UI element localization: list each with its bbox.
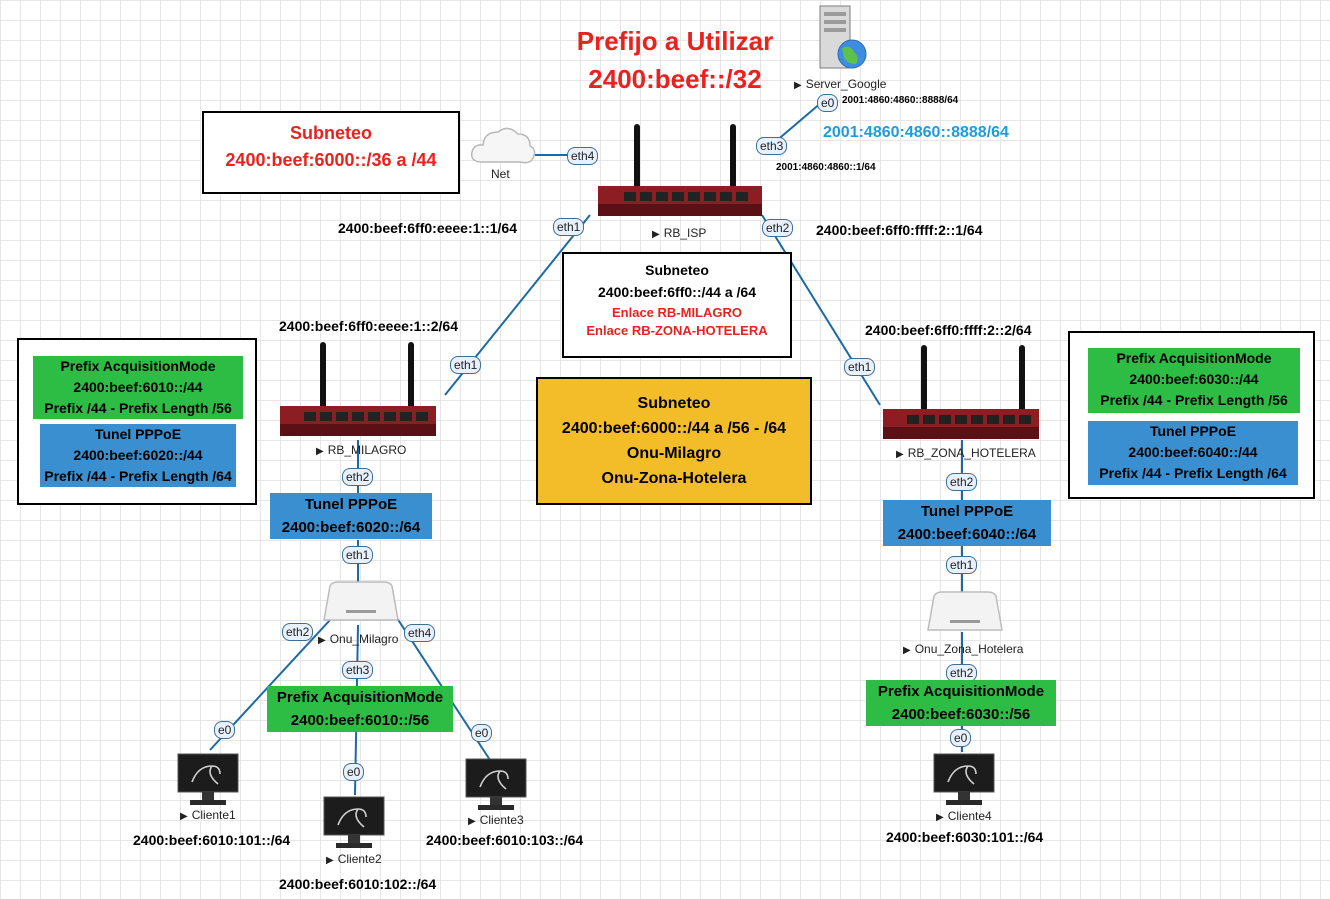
cliente2-address: 2400:beef:6010:102::/64 [279, 876, 437, 892]
isp-eth2-address: 2400:beef:6ff0:ffff:2::1/64 [816, 222, 983, 238]
port-zona-eth1[interactable]: eth1 [844, 358, 876, 376]
isp-eth1-address: 2400:beef:6ff0:eeee:1::1/64 [338, 220, 517, 236]
cliente2-monitor-icon[interactable] [322, 795, 386, 856]
net-cloud-icon[interactable] [468, 122, 538, 173]
zona-tunnel-prefix: 2400:beef:6040::/64 [897, 526, 1037, 543]
milagro-eth1-address: 2400:beef:6ff0:eeee:1::2/64 [279, 318, 458, 334]
milagro-pppoe-info-prefix: 2400:beef:6020::/44 [73, 447, 203, 463]
subnet-center-range: 2400:beef:6ff0::/44 a /64 [598, 284, 756, 300]
cliente3-label: Cliente3 [468, 813, 524, 827]
subnet-top-title: Subneteo [289, 123, 372, 143]
onu-zona-label: Onu_Zona_Hotelera [903, 642, 1024, 656]
milagro-pd-info-prefix: 2400:beef:6010::/44 [73, 379, 203, 395]
port-onum-eth1[interactable]: eth1 [342, 546, 374, 564]
cliente3-address: 2400:beef:6010:103::/64 [426, 832, 584, 848]
subnet-center-link1: Enlace RB-MILAGRO [611, 305, 742, 320]
subnet-top-range: 2400:beef:6000::/36 a /44 [225, 150, 437, 170]
zona-tunnel-title: Tunel PPPoE [920, 503, 1014, 520]
prefix-title: Prefijo a Utilizar 2400:beef::/32 [560, 22, 790, 98]
net-label: Net [491, 167, 510, 181]
rb-zona-label: RB_ZONA_HOTELERA [896, 446, 1036, 460]
cliente1-monitor-icon[interactable] [176, 752, 240, 813]
zona-pd-box: Prefix AcquisitionMode 2400:beef:6030::/… [866, 680, 1056, 726]
cliente2-label: Cliente2 [326, 852, 382, 866]
cliente4-label: Cliente4 [936, 809, 992, 823]
milagro-pd-info-title: Prefix AcquisitionMode [60, 358, 216, 374]
port-zona-eth2[interactable]: eth2 [946, 473, 978, 491]
subnet-center-title: Subneteo [645, 262, 709, 278]
prefix-title-line1: Prefijo a Utilizar [576, 26, 774, 56]
server-label: Server_Google [794, 77, 887, 91]
cliente1-address: 2400:beef:6010:101::/64 [133, 832, 291, 848]
cliente1-label: Cliente1 [180, 808, 236, 822]
port-milagro-eth1[interactable]: eth1 [450, 356, 482, 374]
subnet-onu-range: 2400:beef:6000::/44 a /56 - /64 [561, 420, 787, 437]
server-address-highlight: 2001:4860:4860::8888/64 [823, 124, 1009, 141]
server-icon[interactable] [812, 4, 870, 79]
zona-pppoe-info-title: Tunel PPPoE [1149, 423, 1237, 439]
milagro-pd-info: Prefix AcquisitionMode 2400:beef:6010::/… [33, 356, 243, 419]
subnet-top-box: Subneteo 2400:beef:6000::/36 a /44 [202, 111, 460, 194]
zona-pppoe-info-prefix: 2400:beef:6040::/44 [1128, 444, 1258, 460]
zona-pd-info-length: Prefix /44 - Prefix Length /56 [1100, 392, 1288, 408]
isp-eth3-address: 2001:4860:4860::1/64 [776, 162, 876, 173]
port-onum-eth4[interactable]: eth4 [404, 624, 436, 642]
milagro-pd-prefix: 2400:beef:6010::/56 [290, 712, 430, 729]
zona-tunnel-box: Tunel PPPoE 2400:beef:6040::/64 [883, 500, 1051, 546]
zona-pppoe-info: Tunel PPPoE 2400:beef:6040::/44 Prefix /… [1088, 421, 1298, 485]
milagro-tunnel-prefix: 2400:beef:6020::/64 [281, 519, 421, 536]
port-isp-eth2[interactable]: eth2 [762, 219, 794, 237]
port-cliente4-e0[interactable]: e0 [950, 729, 972, 747]
zona-pppoe-info-length: Prefix /44 - Prefix Length /64 [1099, 465, 1287, 481]
port-isp-eth1[interactable]: eth1 [553, 218, 585, 236]
rb-isp-label: RB_ISP [652, 226, 707, 240]
milagro-pppoe-info-length: Prefix /44 - Prefix Length /64 [44, 468, 232, 484]
rb-isp-router-icon[interactable] [594, 120, 766, 225]
cliente4-address: 2400:beef:6030:101::/64 [886, 829, 1044, 845]
milagro-pppoe-info: Tunel PPPoE 2400:beef:6020::/44 Prefix /… [40, 424, 236, 487]
onu-milagro-label: Onu_Milagro [318, 632, 399, 646]
zona-pd-info-title: Prefix AcquisitionMode [1116, 350, 1272, 366]
zona-pd-prefix: 2400:beef:6030::/56 [891, 706, 1031, 723]
prefix-title-line2: 2400:beef::/32 [588, 64, 762, 94]
port-onuz-eth2[interactable]: eth2 [946, 664, 978, 682]
port-isp-eth4[interactable]: eth4 [567, 147, 599, 165]
milagro-pppoe-info-title: Tunel PPPoE [94, 426, 182, 442]
rb-milagro-router-icon[interactable] [276, 340, 440, 445]
milagro-pd-info-length: Prefix /44 - Prefix Length /56 [44, 400, 232, 416]
milagro-info-box: Prefix AcquisitionMode 2400:beef:6010::/… [17, 338, 257, 505]
subnet-center-box: Subneteo 2400:beef:6ff0::/44 a /64 Enlac… [562, 252, 792, 358]
port-onuz-eth1[interactable]: eth1 [946, 556, 978, 574]
onu-milagro-icon[interactable] [318, 580, 404, 629]
zona-pd-info-prefix: 2400:beef:6030::/44 [1129, 371, 1259, 387]
subnet-center-link2: Enlace RB-ZONA-HOTELERA [586, 323, 768, 338]
milagro-pd-title: Prefix AcquisitionMode [276, 689, 444, 706]
cliente3-monitor-icon[interactable] [464, 757, 528, 818]
port-cliente3-e0[interactable]: e0 [471, 724, 493, 742]
port-isp-eth3[interactable]: eth3 [756, 137, 788, 155]
subnet-onu-zona: Onu-Zona-Hotelera [601, 470, 747, 487]
port-cliente2-e0[interactable]: e0 [343, 763, 365, 781]
rb-milagro-label: RB_MILAGRO [316, 443, 407, 457]
onu-zona-icon[interactable] [922, 590, 1008, 639]
subnet-onu-box: Subneteo 2400:beef:6000::/44 a /56 - /64… [536, 377, 812, 505]
port-milagro-eth2[interactable]: eth2 [342, 468, 374, 486]
zona-info-box: Prefix AcquisitionMode 2400:beef:6030::/… [1068, 331, 1315, 499]
port-onum-eth2[interactable]: eth2 [282, 623, 314, 641]
zona-pd-title: Prefix AcquisitionMode [877, 683, 1045, 700]
rb-zona-router-icon[interactable] [879, 343, 1043, 448]
milagro-pd-box: Prefix AcquisitionMode 2400:beef:6010::/… [267, 686, 453, 732]
cliente4-monitor-icon[interactable] [932, 752, 996, 813]
server-e0-address: 2001:4860:4860::8888/64 [842, 95, 959, 106]
port-server-e0[interactable]: e0 [817, 94, 839, 112]
subnet-onu-milagro: Onu-Milagro [626, 445, 722, 462]
zona-pd-info: Prefix AcquisitionMode 2400:beef:6030::/… [1088, 348, 1300, 413]
zona-eth1-address: 2400:beef:6ff0:ffff:2::2/64 [865, 322, 1032, 338]
port-onum-eth3[interactable]: eth3 [342, 661, 374, 679]
milagro-tunnel-title: Tunel PPPoE [304, 496, 398, 513]
milagro-tunnel-box: Tunel PPPoE 2400:beef:6020::/64 [270, 493, 432, 539]
subnet-onu-title: Subneteo [637, 395, 711, 412]
port-cliente1-e0[interactable]: e0 [214, 721, 236, 739]
